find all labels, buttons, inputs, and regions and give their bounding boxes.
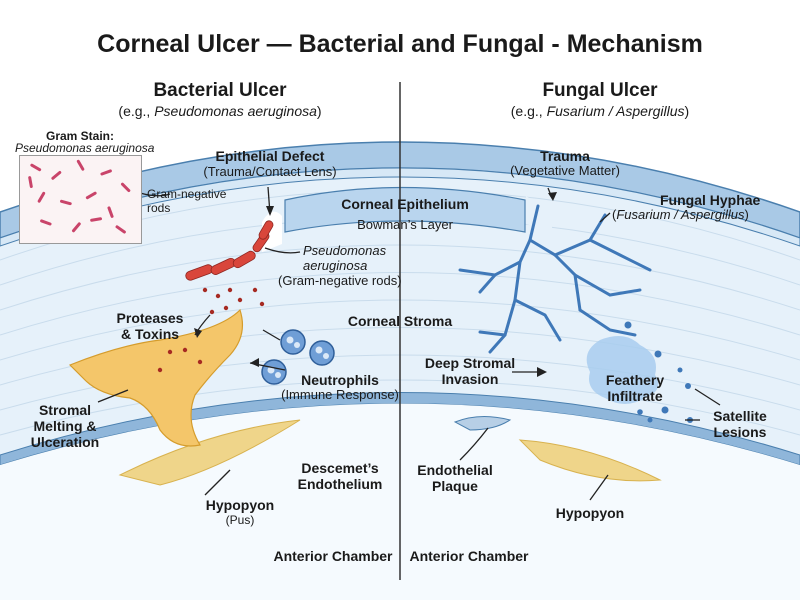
bacterial-example-organism: Pseudomonas aeruginosa bbox=[154, 103, 317, 119]
bowmans-layer bbox=[0, 167, 800, 247]
proteases-line2: & Toxins bbox=[120, 326, 180, 343]
bacterial-hypopyon-label: Hypopyon bbox=[205, 497, 275, 513]
proteases-line1: Proteases bbox=[116, 310, 184, 326]
bacterial-heading: Bacterial Ulcer bbox=[153, 80, 287, 101]
trauma-sub: (Vegetative Matter) bbox=[510, 163, 620, 178]
satellite-line2: Lesions bbox=[713, 424, 767, 441]
fungal-hyphae-organism: Fusarium / Aspergillus bbox=[616, 207, 745, 222]
feathery-line2: Infiltrate bbox=[607, 388, 663, 405]
fungal-example: (e.g., Fusarium / Aspergillus) bbox=[460, 103, 740, 119]
descemets-line2: Endothelium bbox=[297, 476, 383, 493]
stromal-line2: Melting & bbox=[33, 418, 97, 435]
bacterial-example: (e.g., Pseudomonas aeruginosa) bbox=[80, 103, 360, 119]
trauma-label: Trauma bbox=[540, 148, 590, 164]
endothelial-plaque bbox=[453, 416, 512, 431]
anterior-chamber-left-label: Anterior Chamber bbox=[273, 548, 393, 564]
pseudomonas-line1: Pseudomonas bbox=[303, 243, 387, 258]
satellite-lesions bbox=[624, 321, 693, 423]
corneal-epithelium-label: Corneal Epithelium bbox=[341, 196, 469, 212]
gram-stain-organism: Pseudomonas aeruginosa bbox=[15, 141, 155, 155]
arrowheads bbox=[194, 192, 557, 377]
satellite-line1: Satellite bbox=[713, 408, 767, 424]
neutrophils-sub: (Immune Response) bbox=[281, 387, 399, 402]
deep-stromal-line2: Invasion bbox=[441, 371, 499, 388]
center-epithelium-bulge bbox=[284, 186, 526, 233]
fungal-hyphae bbox=[458, 204, 652, 354]
toxin-dots bbox=[157, 287, 265, 373]
epithelial-defect-sub: (Trauma/Contact Lens) bbox=[203, 164, 337, 179]
gram-stain-rods bbox=[28, 159, 131, 234]
anterior-chamber-right-label: Anterior Chamber bbox=[409, 548, 529, 564]
fungal-example-prefix: (e.g., bbox=[510, 103, 547, 119]
deep-stromal-line1: Deep Stromal bbox=[424, 355, 516, 371]
gram-negative-rods-line1: Gram-negative bbox=[147, 187, 227, 201]
pseudomonas-sub: (Gram-negative rods) bbox=[278, 273, 402, 288]
feathery-line1: Feathery bbox=[605, 372, 665, 388]
fungal-example-suffix: ) bbox=[684, 103, 690, 119]
fungal-hypopyon bbox=[518, 439, 662, 482]
stromal-ulcer bbox=[68, 308, 243, 447]
diagram-title: Corneal Ulcer — Bacterial and Fungal - M… bbox=[97, 30, 703, 58]
fungal-hyphae-label: Fungal Hyphae bbox=[660, 192, 761, 208]
epithelial-defect-label: Epithelial Defect bbox=[215, 148, 325, 164]
fungal-heading: Fungal Ulcer bbox=[542, 80, 658, 101]
feathery-infiltrate bbox=[586, 336, 659, 404]
corneal-stroma-label: Corneal Stroma bbox=[347, 313, 453, 329]
stromal-line3: Ulceration bbox=[30, 434, 100, 451]
fungal-example-organism: Fusarium / Aspergillus bbox=[546, 103, 685, 119]
gram-negative-rods-line2: rods bbox=[147, 200, 171, 215]
fungal-hyphae-sub: (Fusarium / Aspergillus) bbox=[612, 207, 749, 222]
endothelial-line2: Plaque bbox=[432, 478, 478, 495]
bacterial-hypopyon-sub: (Pus) bbox=[225, 513, 255, 527]
stromal-line1: Stromal bbox=[38, 402, 92, 418]
gram-stain-image bbox=[19, 155, 142, 244]
endothelial-line1: Endothelial bbox=[417, 462, 493, 478]
bacterial-example-prefix: (e.g., bbox=[118, 103, 155, 119]
neutrophils-label: Neutrophils bbox=[301, 372, 379, 388]
fungal-hypopyon-label: Hypopyon bbox=[555, 505, 625, 521]
bacterial-hypopyon bbox=[118, 419, 301, 486]
bowmans-layer-label: Bowman’s Layer bbox=[357, 217, 453, 232]
gram-stain-title: Gram Stain: bbox=[45, 129, 114, 143]
proteases-label: Proteases& Toxins bbox=[100, 310, 200, 342]
pseudomonas-line2: aeruginosa bbox=[303, 257, 368, 273]
bacteria-rods bbox=[185, 220, 274, 281]
bacterial-example-suffix: ) bbox=[316, 103, 322, 119]
descemets-line1: Descemet’s bbox=[301, 460, 379, 476]
